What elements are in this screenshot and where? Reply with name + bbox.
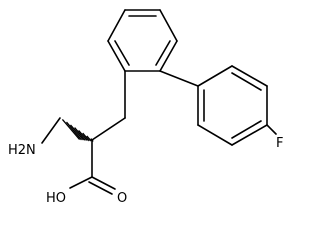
ring-b-double-bond-1 bbox=[231, 72, 262, 91]
stereo-hashed-wedge bbox=[61, 118, 94, 142]
fluorophenyl-ring bbox=[197, 65, 268, 146]
ring-a-bond-5 bbox=[107, 40, 126, 72]
carbonyl-oxygen-label: O bbox=[117, 191, 127, 206]
wedge-hash bbox=[78, 129, 88, 142]
fluorine-label: F bbox=[276, 136, 283, 151]
ring-a-bond-2 bbox=[159, 9, 178, 42]
ring-b-bond-5 bbox=[197, 124, 233, 146]
wedge-hash bbox=[61, 118, 81, 141]
aminomethyl-bond bbox=[41, 117, 61, 144]
biaryl-bond bbox=[159, 70, 199, 87]
wedge-hash bbox=[66, 121, 82, 141]
carboxyl-single-bond-to-oh bbox=[69, 176, 93, 189]
backbone-bond-1 bbox=[91, 117, 126, 141]
carbonyl-bond-inner bbox=[88, 181, 113, 195]
wedge-hash bbox=[86, 135, 92, 142]
upper-phenyl-ring bbox=[107, 9, 178, 72]
hydroxyl-label: HO bbox=[46, 191, 66, 206]
wedge-hash bbox=[82, 132, 90, 142]
ring-a-bond-6 bbox=[107, 9, 126, 42]
wedge-hash bbox=[70, 124, 84, 141]
carbon-fluorine-bond bbox=[266, 124, 277, 135]
ring-a-double-bond-2 bbox=[155, 40, 171, 66]
ring-b-bond-1 bbox=[197, 65, 233, 87]
ring-b-bond-2 bbox=[231, 65, 268, 87]
chemical-structure-diagram: H2N HO O F bbox=[8, 9, 283, 206]
carbonyl-bond-outer bbox=[91, 176, 116, 190]
ring-b-bond-4 bbox=[231, 124, 268, 146]
wedge-hash bbox=[74, 127, 86, 141]
ring-a-double-bond-3 bbox=[114, 40, 130, 66]
ring-b-double-bond-2 bbox=[231, 120, 262, 139]
amine-label: H2N bbox=[8, 143, 36, 158]
ring-a-bond-3 bbox=[159, 40, 178, 72]
wedge-hash bbox=[90, 138, 94, 142]
